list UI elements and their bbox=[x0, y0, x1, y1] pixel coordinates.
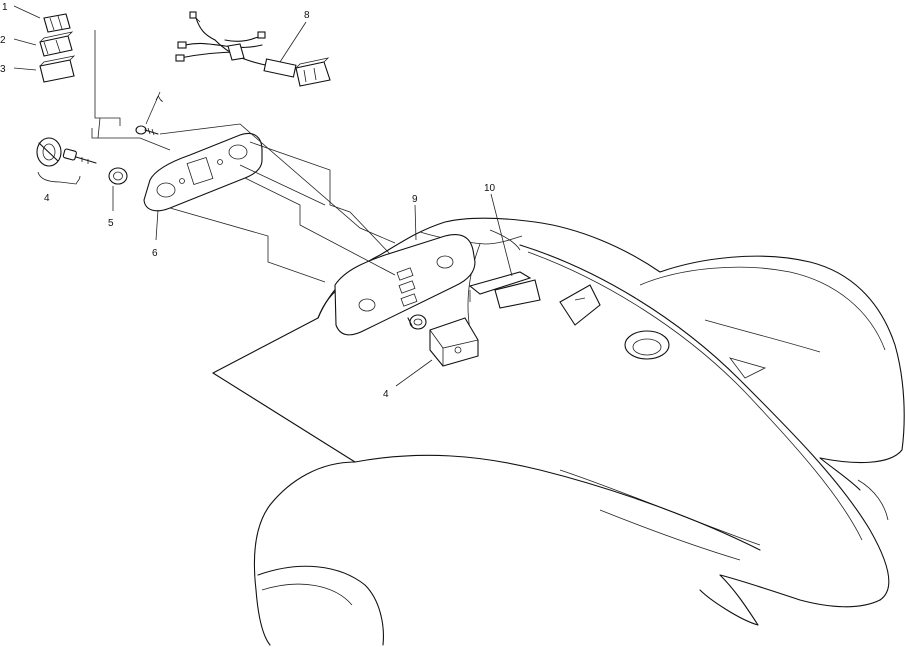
callout-5: 5 bbox=[108, 218, 114, 229]
callout-numbers: 1 2 3 4 5 6 7 8 9 10 4 bbox=[0, 2, 496, 400]
mounted-plate bbox=[334, 233, 476, 336]
switch-plate bbox=[143, 132, 263, 212]
callout-4-lower: 4 bbox=[383, 389, 389, 400]
screw bbox=[135, 125, 159, 136]
switch-part-3 bbox=[39, 55, 76, 83]
switch-assembly bbox=[407, 314, 479, 367]
wire-bracket bbox=[468, 271, 541, 309]
callout-9: 9 bbox=[412, 194, 418, 205]
wire-harness bbox=[175, 11, 331, 87]
callout-3: 3 bbox=[0, 64, 6, 75]
callout-7: 7 bbox=[155, 94, 168, 105]
callout-leaders bbox=[13, 5, 513, 387]
callout-2: 2 bbox=[0, 35, 6, 46]
rear-fender bbox=[212, 217, 905, 646]
assembly-lines bbox=[91, 30, 396, 283]
callout-6: 6 bbox=[152, 248, 158, 259]
callout-10: 10 bbox=[484, 183, 496, 194]
callout-8: 8 bbox=[304, 10, 310, 21]
key-switch bbox=[36, 137, 97, 167]
switch-part-2 bbox=[39, 31, 74, 57]
switch-part-1 bbox=[43, 13, 71, 33]
callout-1: 1 bbox=[2, 2, 8, 13]
nut bbox=[108, 167, 128, 185]
callout-4-upper: 4 bbox=[44, 193, 50, 204]
